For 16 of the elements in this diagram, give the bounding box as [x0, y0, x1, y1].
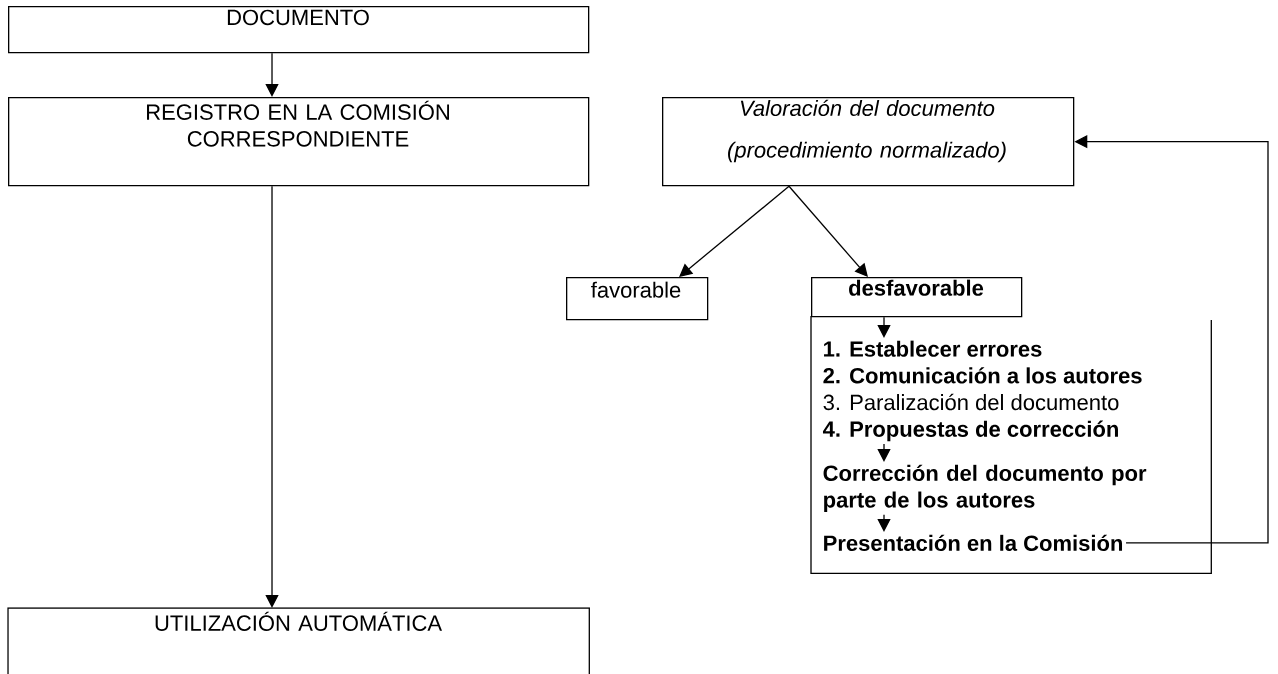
process-box: DOCUMENTO — [8, 6, 590, 54]
step-text: Presentación en la Comisión — [824, 534, 1122, 551]
arrow — [679, 185, 790, 277]
process-box: REGISTRO EN LA COMISIÓN CORRESPONDIENTE — [8, 97, 590, 187]
arrow — [265, 52, 279, 97]
arrow — [877, 514, 891, 532]
arrow — [265, 185, 279, 608]
outcome-box: favorable — [566, 277, 709, 321]
arrow — [788, 185, 868, 277]
step-list: 1. Establecer errores 2. Comunicación a los autores 3. Paralización del documento 4. Propuestas de corrección — [823, 340, 1142, 442]
process-box: Valoración del documento (procedimiento normalizado) — [662, 97, 1075, 187]
process-box: UTILIZACIÓN AUTOMÁTICA — [7, 607, 590, 674]
arrow — [877, 316, 891, 338]
step-text: Corrección del documento por parte de los autores — [823, 464, 1147, 513]
arrow — [877, 443, 891, 462]
outcome-box: desfavorable — [811, 277, 1023, 318]
